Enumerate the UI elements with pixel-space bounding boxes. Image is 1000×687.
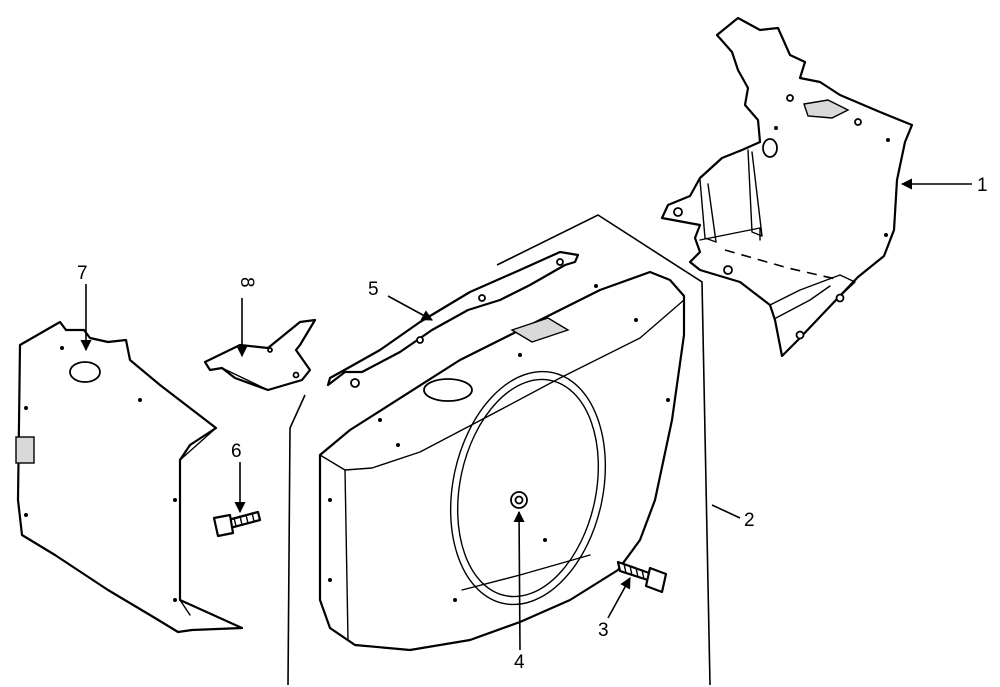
callout-7: 7: [77, 263, 88, 284]
leader-2: [711, 504, 741, 519]
callout-8: 8: [236, 277, 257, 288]
callout-2: 2: [744, 510, 755, 531]
part-7-side-panel: [15, 320, 244, 634]
part-5-strap: [326, 250, 580, 388]
leader-3: [607, 577, 631, 619]
callout-5: 5: [368, 279, 379, 300]
callout-4: 4: [514, 652, 525, 673]
part-2-fan-shroud: [287, 214, 711, 686]
part-3-bolt: [616, 560, 668, 594]
callout-1: 1: [977, 175, 988, 196]
part-8-bracket: [203, 318, 317, 392]
callout-6: 6: [231, 441, 242, 462]
leader-5: [387, 295, 433, 321]
callout-3: 3: [598, 620, 609, 641]
part-6-bolt: [212, 510, 262, 538]
leader-4: [513, 510, 525, 651]
part-1-upper-shroud: [660, 16, 914, 358]
